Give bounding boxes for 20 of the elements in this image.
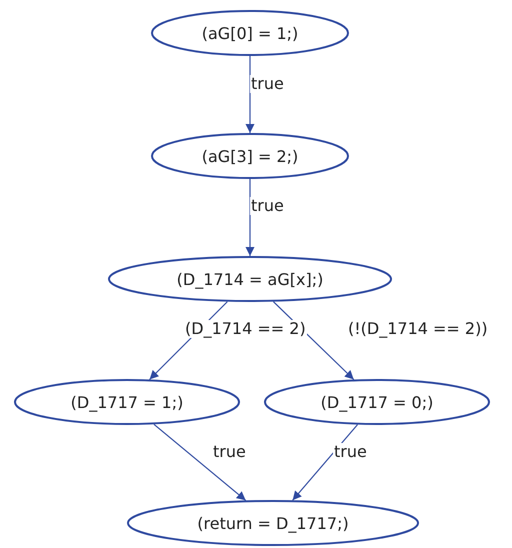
node-label: (aG[0] = 1;) <box>202 24 298 42</box>
arrow <box>154 424 246 501</box>
ellipse-node <box>127 500 419 546</box>
node-label: (return = D_1717;) <box>197 514 349 532</box>
edge-label: (D_1714 == 2) <box>184 320 307 338</box>
ellipse-node <box>108 256 392 302</box>
edge-label: (!(D_1714 == 2)) <box>347 320 489 338</box>
ellipse-node <box>151 133 349 179</box>
arrow <box>246 179 254 256</box>
edge-label: true <box>250 75 285 93</box>
node-label: (D_1717 = 0;) <box>320 392 434 412</box>
ellipse-node <box>264 379 490 425</box>
node-label: (D_1714 = aG[x];) <box>176 270 324 288</box>
arrow <box>246 56 254 133</box>
ellipse-node <box>14 379 240 425</box>
arrow <box>292 424 358 501</box>
edge-label: true <box>250 197 285 215</box>
ellipse-node <box>151 10 349 56</box>
node-label: (D_1717 = 1;) <box>70 392 184 412</box>
node-label: (aG[3] = 2;) <box>202 146 298 166</box>
